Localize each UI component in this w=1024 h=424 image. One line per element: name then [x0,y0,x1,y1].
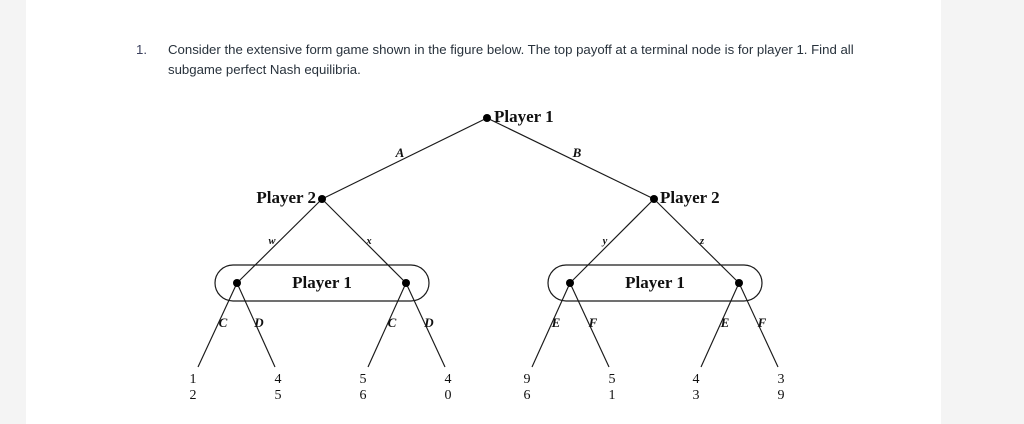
branch-label-E-2: E [720,315,730,330]
label-right-player2: Player 2 [660,188,720,207]
edge-right-y [569,198,655,284]
edge-term-E1 [531,282,571,368]
question-number: 1. [136,42,147,57]
question-block: 1. Consider the extensive form game show… [136,40,861,81]
payoff-4-p1: 4 [445,372,452,387]
edge-term-C1 [197,282,238,368]
payoff-4-p2: 0 [445,388,452,403]
branch-label-w: w [268,236,276,247]
label-infoset-right-player1: Player 1 [625,273,685,292]
node-infoset-right-2[interactable] [735,279,743,287]
payoff-8-p1: 3 [778,372,785,387]
branch-label-C-2: C [388,315,397,330]
edge-term-D1 [236,282,276,368]
edge-term-D2 [405,282,446,368]
infoset-oval-right [547,264,763,302]
branch-label-y: y [601,236,608,247]
branch-label-x: x [365,236,371,247]
branch-label-F-2: F [757,315,767,330]
branch-label-z: z [699,236,705,247]
payoff-2-p2: 5 [275,388,282,403]
branch-label-E-1: E [551,315,561,330]
edge-term-F2 [738,282,779,368]
branch-label-B: B [572,145,582,160]
payoff-2-p1: 4 [275,372,282,387]
payoff-7-p1: 4 [693,372,700,387]
edge-left-x [321,198,407,284]
payoff-1-p2: 2 [190,388,197,403]
edge-left-w [236,198,323,284]
edge-term-C2 [367,282,407,368]
payoff-7-p2: 3 [693,388,700,403]
edge-root-A [321,117,488,200]
edge-term-E2 [700,282,740,368]
payoff-6-p1: 5 [609,372,616,387]
node-left-player2[interactable] [318,195,326,203]
branch-label-C-1: C [219,315,228,330]
branch-label-F-1: F [588,315,598,330]
payoff-5-p1: 9 [524,372,531,387]
branch-label-A: A [395,145,405,160]
payoff-1-p1: 1 [190,372,197,387]
branch-label-D-1: D [253,315,264,330]
node-root-player1[interactable] [483,114,491,122]
payoff-3-p2: 6 [360,388,367,403]
edge-term-F1 [569,282,610,368]
node-infoset-left-2[interactable] [402,279,410,287]
payoff-6-p2: 1 [609,388,616,403]
payoff-3-p1: 5 [360,372,367,387]
branch-label-D-2: D [423,315,434,330]
payoff-8-p2: 9 [778,388,785,403]
label-root-player1: Player 1 [494,107,554,126]
node-infoset-right-1[interactable] [566,279,574,287]
node-infoset-left-1[interactable] [233,279,241,287]
payoff-5-p2: 6 [524,388,531,403]
label-infoset-left-player1: Player 1 [292,273,352,292]
game-tree-figure: Player 1 Player 2 Player 2 Player 1 Play… [26,0,941,424]
label-left-player2: Player 2 [256,188,316,207]
node-right-player2[interactable] [650,195,658,203]
edge-root-B [486,117,655,200]
edge-right-z [653,198,740,284]
document-page: 1. Consider the extensive form game show… [26,0,941,424]
question-text: Consider the extensive form game shown i… [168,42,854,78]
infoset-oval-left [214,264,430,302]
